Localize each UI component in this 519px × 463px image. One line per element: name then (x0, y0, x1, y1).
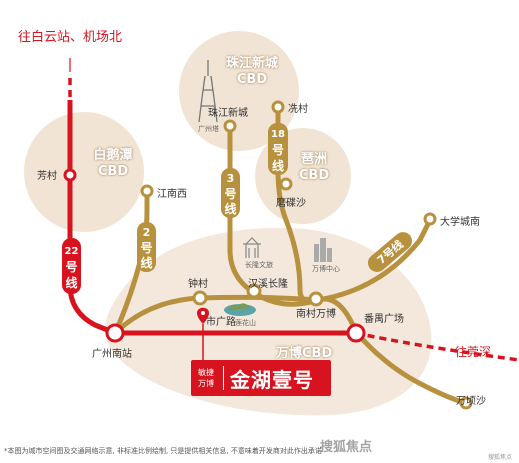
direction-north-label: 往白云站、机场北 (18, 30, 123, 45)
lianhuashan-icon (224, 303, 256, 316)
station-xiancun (271, 100, 285, 114)
station-zhujiangxincheng (223, 119, 237, 133)
project-badge[interactable]: 敏捷 万博 金湖壹号 (191, 360, 331, 396)
station-label-xiancun: 冼村 (288, 104, 308, 115)
station-label-jiangnanxi: 江南西 (157, 189, 187, 200)
station-label-panyu: 番禺广场 (364, 314, 404, 325)
station-label-shiguanglu: 市广路 (206, 317, 236, 328)
baietan-cbd-line1: 白鹅潭 (93, 148, 133, 163)
landmark-lianhuashan: 莲花山 (235, 319, 256, 327)
line22-badge-bg (62, 238, 81, 294)
station-label-zhongcun: 钟村 (188, 279, 208, 290)
station-label-hanxi: 汉溪长隆 (248, 279, 288, 290)
wanbo-center-icon (314, 238, 332, 262)
station-wanqingsha (459, 396, 473, 410)
zhujiang-district-circle (179, 31, 299, 151)
red-dashed-east (355, 331, 519, 362)
baietan-cbd-label: 白鹅潭 CBD (88, 148, 138, 180)
line18-badge-bg (268, 123, 288, 175)
project-name: 金湖壹号 (230, 367, 314, 392)
project-divider (223, 366, 224, 390)
station-label-wanqingsha: 万顷沙 (456, 396, 486, 407)
baietan-district-circle (24, 112, 144, 232)
station-nancun (308, 291, 324, 307)
line22-badge-2: 号 (65, 259, 77, 274)
line22-badge-3: 线 (65, 275, 77, 290)
line2-badge-bg (137, 222, 156, 272)
station-modiesha (279, 177, 293, 191)
station-fangcun (63, 168, 77, 182)
line2-badge-2: 号 (140, 240, 152, 255)
station-daxuecheng (423, 212, 437, 226)
station-guangzhounan (105, 323, 125, 343)
chimelong-icon (243, 237, 261, 258)
pazhou-cbd-label: 琶洲 CBD (295, 152, 333, 184)
direction-east-label: 往莞深 (455, 345, 492, 359)
station-label-nancun: 南村万博 (296, 309, 336, 320)
zhujiang-cbd-line1: 珠江新城 (225, 56, 278, 71)
baietan-cbd-line2: CBD (97, 164, 129, 179)
station-label-modiesha: 磨碟沙 (276, 198, 306, 209)
canton-tower-icon (198, 60, 218, 123)
landmark-canton-tower: 广州塔 (198, 125, 219, 133)
line18-badge-2: 号 (272, 142, 284, 157)
station-jiangnanxi (140, 184, 154, 198)
line2-badge-1: 2 (143, 226, 151, 239)
line3-badge-1: 3 (227, 172, 235, 185)
line3-badge-2: 号 (224, 186, 236, 201)
pazhou-cbd-line1: 琶洲 (300, 152, 327, 167)
project-tag-line2: 万博 (198, 379, 214, 388)
line2-badge-3: 线 (140, 255, 152, 270)
footer-credit: 搜狐焦点 (488, 454, 513, 461)
line3-badge-3: 线 (224, 201, 236, 216)
pazhou-cbd-line2: CBD (298, 168, 330, 183)
line22-badge-1: 22 (65, 246, 79, 257)
station-label-guangzhounan: 广州南站 (92, 349, 132, 360)
station-panyu (346, 323, 366, 343)
location-pin-icon (197, 307, 209, 324)
project-tag-line1: 敏捷 (198, 368, 214, 377)
landmark-chimelong: 长隆文旅 (245, 261, 273, 269)
station-label-fangcun: 芳村 (37, 171, 57, 182)
line3-badge-bg (221, 168, 240, 218)
zhujiang-cbd-line2: CBD (236, 72, 268, 87)
line7-path (112, 217, 433, 336)
line4-path (353, 329, 468, 406)
station-label-zhujiangxincheng: 珠江新城 (208, 108, 248, 119)
station-label-daxuecheng: 大学城南 (440, 217, 480, 228)
wanbo-cbd-label: 万博CBD (276, 346, 333, 361)
footer-disclaimer: *本图为城市空间图及交通网络示意, 非标准比例绘制, 只是提供相关信息, 不意味… (4, 447, 322, 455)
station-hanxi (246, 283, 262, 299)
landmark-wanbo-center: 万博中心 (312, 265, 340, 273)
line18-badge-1: 18 (271, 129, 285, 140)
station-zhongcun (192, 290, 208, 306)
line3-path (227, 124, 359, 335)
zhujiang-cbd-label: 珠江新城 CBD (222, 56, 282, 88)
wanbo-district-area (105, 227, 432, 416)
line18-badge-3: 线 (272, 158, 284, 173)
project-tag: 敏捷 万博 (195, 367, 217, 389)
footer-watermark: 搜狐焦点 (320, 440, 373, 455)
